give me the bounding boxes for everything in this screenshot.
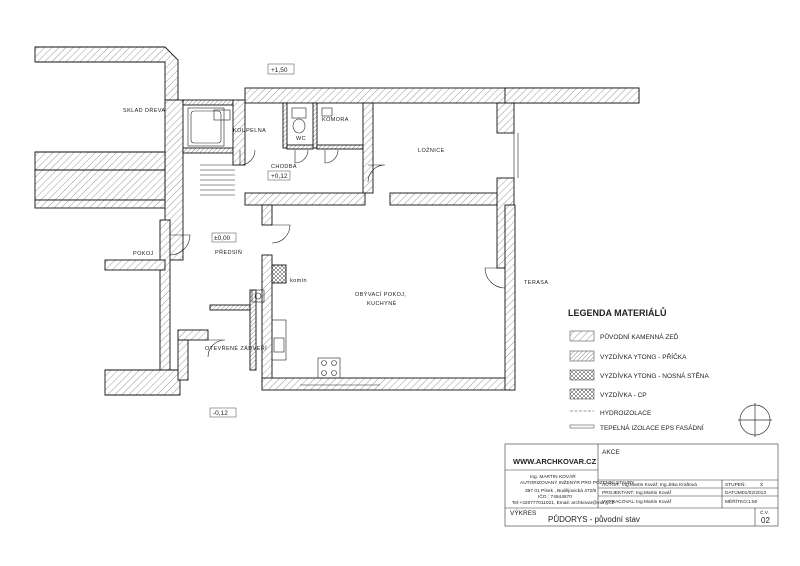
title-block — [504, 443, 779, 527]
level-top: +1,50 — [271, 67, 288, 74]
walls — [34, 46, 640, 396]
row-1-r-value: X — [760, 482, 764, 488]
room-komora: KOMORA — [322, 117, 349, 123]
website: WWW.ARCHKOVAR.CZ — [513, 457, 597, 466]
drawing-title: PŮDORYS - původní stav — [548, 515, 640, 524]
row-2-value: Ing.Martin Kovář — [636, 490, 672, 496]
washbasin — [213, 109, 231, 121]
cislo-value: 02 — [761, 516, 770, 525]
address-1: 397 01 Písek , Budějovická 472/8 — [525, 488, 597, 494]
legend-line-1: HYDROIZOLACE — [600, 410, 652, 417]
legend-line-2: TEPELNÁ IZOLACE EPS FASÁDNÍ — [600, 423, 704, 432]
row-3-label: VYPRACOVAL: — [602, 499, 636, 505]
room-zadveri: OTEVŘENÉ ZÁDVEŘÍ — [205, 344, 267, 352]
address-2: IČO : 74644670 — [538, 493, 572, 500]
bathtub — [187, 107, 225, 147]
level-bottom: -0,12 — [213, 410, 228, 417]
akce-label: AKCE — [602, 449, 620, 456]
level-markers — [209, 63, 295, 418]
stairs — [200, 164, 235, 196]
legend-item-4: VYZDÍVKA - CP — [600, 390, 647, 399]
stove — [317, 357, 341, 379]
room-wc: WC — [296, 136, 306, 142]
legend: LEGENDA MATERIÁLŮ PŮVODNÍ KAMENNÁ ZEĎ VY… — [568, 307, 710, 432]
level-predsin: ±0,00 — [214, 235, 231, 242]
room-obyvaci-1: OBÝVACÍ POKOJ, — [355, 291, 406, 298]
room-predsin: PŘEDSÍŇ — [215, 248, 242, 256]
legend-item-3: VYZDÍVKA YTONG - NOSNÁ STĚNA — [600, 371, 710, 380]
row-2-label: PROJEKTANT: — [602, 490, 634, 496]
cislo-label: Č.V. — [760, 509, 769, 516]
row-2-r-label: DATUM: — [725, 490, 743, 496]
contact: Tel:+420777011021, Email: archkovar@voln… — [512, 500, 615, 506]
room-loznice: LOŽNICE — [418, 146, 445, 154]
row-3-value: Ing.Martin Kovář — [636, 499, 672, 505]
legend-title: LEGENDA MATERIÁLŮ — [568, 307, 667, 318]
kitchen-counter — [271, 319, 287, 361]
room-terasa: TERASA — [524, 280, 548, 286]
row-1-value: Ing.Martin Kovář; Ing.Jitka Kraftová — [622, 482, 697, 488]
legend-item-2: VYZDÍVKA YTONG - PŘÍČKA — [600, 352, 687, 361]
room-sklad: SKLAD DŘEVA — [123, 106, 166, 114]
room-pokoj: POKOJ — [133, 251, 154, 257]
row-2-r-value: 01/02/2013 — [742, 490, 766, 496]
level-chodba: +0,12 — [271, 173, 288, 180]
row-1-label: AUTOR: — [602, 482, 620, 488]
north-arrow-icon — [738, 403, 772, 437]
room-koupelna: KOUPELNA — [233, 128, 266, 134]
room-chodba: CHODBA — [271, 164, 297, 170]
kitchen-sink — [273, 337, 285, 353]
author-sub: AUTORIZOVANÝ INŽENÝR PRO POZEMNÍ STAVBY — [520, 478, 635, 486]
room-komin: komín — [290, 278, 307, 284]
room-obyvaci-2: KUCHYNĚ — [367, 299, 397, 307]
row-3-r-label: MĚŘÍTKO: — [725, 497, 748, 505]
row-3-r-value: 1:50 — [748, 499, 758, 505]
author-name: Ing. MARTIN KOVÁŘ — [530, 472, 576, 480]
vykres-label: VÝKRES — [510, 508, 537, 517]
row-1-r-label: STUPEŇ: — [725, 481, 746, 488]
fixtures — [169, 107, 519, 386]
legend-item-1: PŮVODNÍ KAMENNÁ ZEĎ — [600, 332, 679, 341]
toilet — [291, 107, 307, 119]
